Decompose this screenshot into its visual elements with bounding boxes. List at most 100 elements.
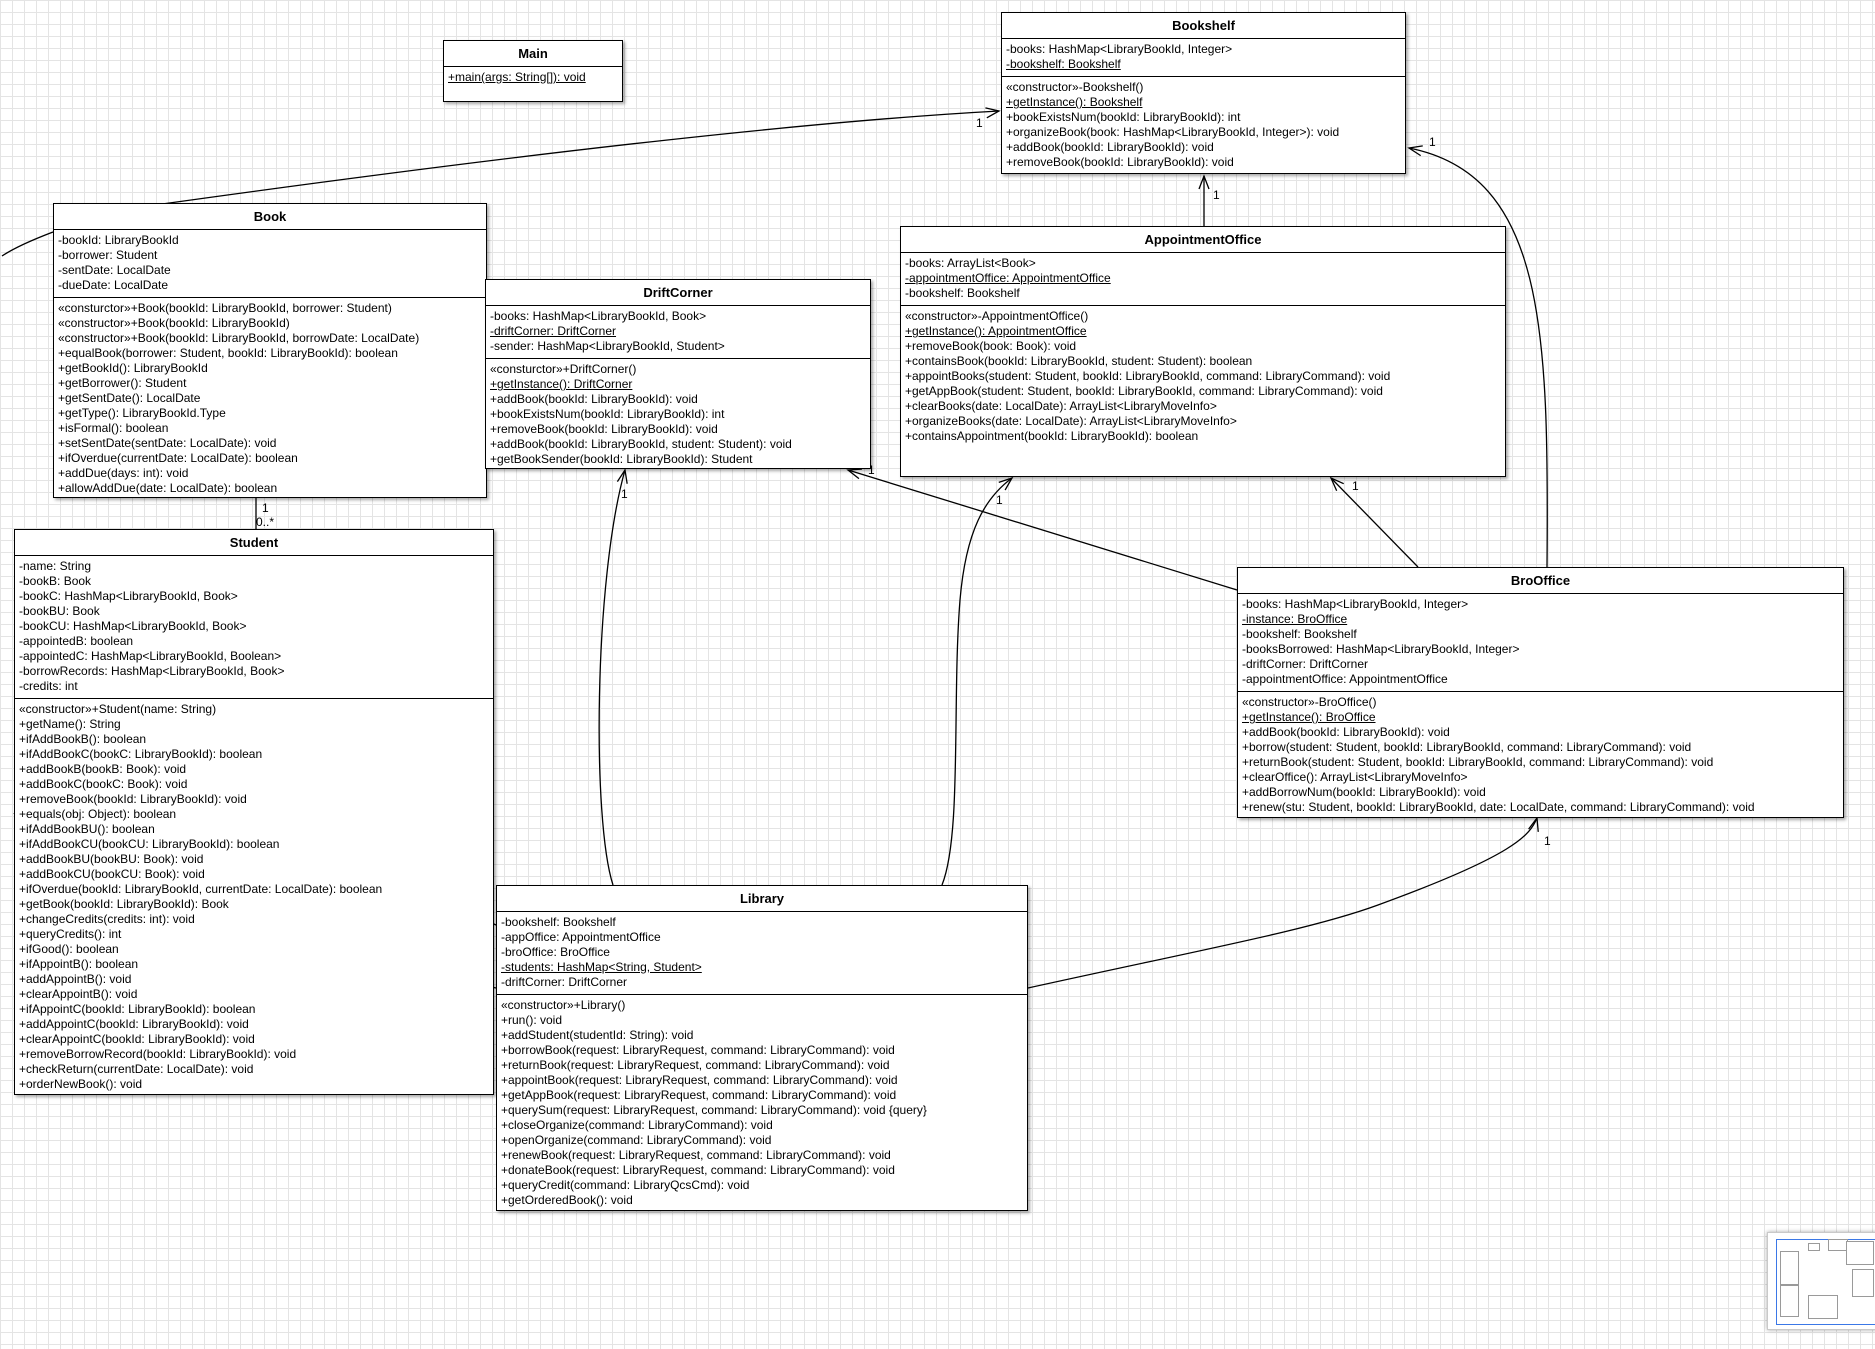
operation-row-student[interactable]: +addBookB(bookB: Book): void: [19, 762, 187, 776]
operation-row-library[interactable]: +donateBook(request: LibraryRequest, com…: [501, 1163, 895, 1177]
association-library-drift[interactable]: 1: [598, 468, 628, 886]
operation-row-appointment[interactable]: «constructor»-AppointmentOffice(): [905, 309, 1089, 323]
operation-row-bookshelf[interactable]: +removeBook(bookId: LibraryBookId): void: [1006, 155, 1234, 169]
operation-row-bro[interactable]: +addBook(bookId: LibraryBookId): void: [1242, 725, 1450, 739]
operation-row-student[interactable]: +ifAddBookCU(bookCU: LibraryBookId): boo…: [19, 837, 280, 851]
class-name[interactable]: Bookshelf: [1002, 13, 1405, 39]
operation-row-bookshelf[interactable]: +bookExistsNum(bookId: LibraryBookId): i…: [1006, 110, 1241, 124]
attribute-row-drift[interactable]: -sender: HashMap<LibraryBookId, Student>: [490, 339, 725, 353]
association-bro-bookshelf[interactable]: 1: [1407, 135, 1548, 568]
operation-row-drift[interactable]: +removeBook(bookId: LibraryBookId): void: [490, 422, 718, 436]
operation-row-student[interactable]: +queryCredits(): int: [19, 927, 122, 941]
operation-row-drift[interactable]: +addBook(bookId: LibraryBookId): void: [490, 392, 698, 406]
operation-row-library[interactable]: +returnBook(request: LibraryRequest, com…: [501, 1058, 890, 1072]
attribute-row-library[interactable]: -students: HashMap<String, Student>: [501, 960, 702, 974]
class-name[interactable]: Library: [497, 886, 1027, 912]
operation-row-drift[interactable]: +bookExistsNum(bookId: LibraryBookId): i…: [490, 407, 725, 421]
association-book-bookshelf[interactable]: 1: [154, 107, 1001, 206]
attribute-row-student[interactable]: -credits: int: [19, 679, 78, 693]
class-name[interactable]: BroOffice: [1238, 568, 1843, 594]
operation-row-bro[interactable]: +addBorrowNum(bookId: LibraryBookId): vo…: [1242, 785, 1486, 799]
attribute-row-student[interactable]: -bookCU: HashMap<LibraryBookId, Book>: [19, 619, 247, 633]
class-student[interactable]: Student -name: String-bookB: Book-bookC: …: [14, 529, 494, 1095]
operation-row-student[interactable]: +ifAppointB(): boolean: [19, 957, 139, 971]
operation-row-bro[interactable]: +borrow(student: Student, bookId: Librar…: [1242, 740, 1692, 754]
association-line[interactable]: [1, 231, 54, 257]
class-name[interactable]: Main: [444, 41, 622, 67]
attribute-row-bro[interactable]: -books: HashMap<LibraryBookId, Integer>: [1242, 597, 1469, 611]
class-library[interactable]: Library-bookshelf: Bookshelf-appOffice: …: [496, 885, 1028, 1211]
class-bro[interactable]: BroOffice -books: HashMap<LibraryBookId, …: [1237, 567, 1844, 818]
association-line[interactable]: [1408, 147, 1548, 568]
operation-row-student[interactable]: +getName(): String: [19, 717, 121, 731]
operation-row-student[interactable]: +clearAppointC(bookId: LibraryBookId): v…: [19, 1032, 255, 1046]
class-drift[interactable]: DriftCorner -books: HashMap<LibraryBookId…: [485, 279, 871, 469]
class-book[interactable]: Book -bookId: LibraryBookId-borrower: Stu…: [53, 203, 487, 498]
attribute-row-library[interactable]: -driftCorner: DriftCorner: [501, 975, 628, 989]
operation-row-library[interactable]: +getAppBook(request: LibraryRequest, com…: [501, 1088, 897, 1102]
attribute-row-bookshelf[interactable]: -books: HashMap<LibraryBookId, Integer>: [1006, 42, 1233, 56]
attribute-row-bro[interactable]: -instance: BroOffice: [1242, 612, 1348, 626]
operation-row-book[interactable]: +equalBook(borrower: Student, bookId: Li…: [58, 346, 398, 360]
operation-row-library[interactable]: +openOrganize(command: LibraryCommand): …: [501, 1133, 772, 1147]
operation-row-library[interactable]: «constructor»+Library(): [501, 998, 626, 1012]
operation-row-student[interactable]: +ifAppointC(bookId: LibraryBookId): bool…: [19, 1002, 256, 1016]
attribute-row-student[interactable]: -appointedC: HashMap<LibraryBookId, Bool…: [19, 649, 282, 663]
operation-row-appointment[interactable]: +clearBooks(date: LocalDate): ArrayList<…: [905, 399, 1217, 413]
class-name[interactable]: Student: [15, 530, 493, 556]
operation-row-bookshelf[interactable]: +addBook(bookId: LibraryBookId): void: [1006, 140, 1214, 154]
operation-row-student[interactable]: +ifOverdue(bookId: LibraryBookId, curren…: [19, 882, 383, 896]
operation-row-appointment[interactable]: +containsBook(bookId: LibraryBookId, stu…: [905, 354, 1253, 368]
association-appointment-bookshelf[interactable]: 1: [1198, 174, 1220, 226]
association-line[interactable]: [1330, 477, 1419, 568]
attribute-row-library[interactable]: -appOffice: AppointmentOffice: [501, 930, 661, 944]
class-name[interactable]: DriftCorner: [486, 280, 870, 306]
operation-row-student[interactable]: «constructor»+Student(name: String): [19, 702, 217, 716]
operation-row-bro[interactable]: +clearOffice(): ArrayList<LibraryMoveInf…: [1242, 770, 1468, 784]
attribute-row-book[interactable]: -borrower: Student: [58, 248, 158, 262]
association-line[interactable]: [941, 477, 1013, 886]
attribute-row-bro[interactable]: -booksBorrowed: HashMap<LibraryBookId, I…: [1242, 642, 1520, 656]
operation-row-student[interactable]: +ifAddBookBU(): boolean: [19, 822, 155, 836]
minimap-viewport[interactable]: [1776, 1239, 1875, 1325]
operation-row-drift[interactable]: +addBook(bookId: LibraryBookId, student:…: [490, 437, 792, 451]
operation-row-student[interactable]: +equals(obj: Object): boolean: [19, 807, 177, 821]
operation-row-drift[interactable]: +getInstance(): DriftCorner: [490, 377, 633, 391]
attribute-row-student[interactable]: -bookC: HashMap<LibraryBookId, Book>: [19, 589, 238, 603]
attribute-row-appointment[interactable]: -bookshelf: Bookshelf: [905, 286, 1020, 300]
class-main[interactable]: Main +main(args: String[]): void: [443, 40, 623, 102]
attribute-row-bro[interactable]: -appointmentOffice: AppointmentOffice: [1242, 672, 1448, 686]
association-line[interactable]: [154, 110, 1000, 206]
operation-row-student[interactable]: +getBook(bookId: LibraryBookId): Book: [19, 897, 229, 911]
operation-row-drift[interactable]: «consturctor»+DriftCorner(): [490, 362, 637, 376]
operation-row-book[interactable]: «constructor»+Book(bookId: LibraryBookId…: [58, 331, 420, 345]
operation-row-library[interactable]: +appointBook(request: LibraryRequest, co…: [501, 1073, 898, 1087]
operation-row-main[interactable]: +main(args: String[]): void: [448, 70, 586, 84]
attribute-row-book[interactable]: -bookId: LibraryBookId: [58, 233, 179, 247]
operation-row-book[interactable]: +getBorrower(): Student: [58, 376, 187, 390]
operation-row-bookshelf[interactable]: +organizeBook(book: HashMap<LibraryBookI…: [1006, 125, 1340, 139]
attribute-row-student[interactable]: -name: String: [19, 559, 92, 573]
operation-row-student[interactable]: +addBookBU(bookBU: Book): void: [19, 852, 204, 866]
attribute-row-drift[interactable]: -books: HashMap<LibraryBookId, Book>: [490, 309, 707, 323]
attribute-row-student[interactable]: -bookB: Book: [19, 574, 92, 588]
attribute-row-bro[interactable]: -bookshelf: Bookshelf: [1242, 627, 1357, 641]
operation-row-student[interactable]: +addBookC(bookC: Book): void: [19, 777, 188, 791]
operation-row-student[interactable]: +checkReturn(currentDate: LocalDate): vo…: [19, 1062, 254, 1076]
operation-row-appointment[interactable]: +getAppBook(student: Student, bookId: Li…: [905, 384, 1383, 398]
operation-row-library[interactable]: +run(): void: [501, 1013, 563, 1027]
operation-row-bro[interactable]: +getInstance(): BroOffice: [1242, 710, 1376, 724]
operation-row-student[interactable]: +addAppointC(bookId: LibraryBookId): voi…: [19, 1017, 249, 1031]
attribute-row-drift[interactable]: -driftCorner: DriftCorner: [490, 324, 617, 338]
operation-row-drift[interactable]: +getBookSender(bookId: LibraryBookId): S…: [490, 452, 753, 466]
operation-row-book[interactable]: +getBookId(): LibraryBookId: [58, 361, 208, 375]
operation-row-student[interactable]: +clearAppointB(): void: [19, 987, 138, 1001]
operation-row-student[interactable]: +orderNewBook(): void: [19, 1077, 143, 1091]
operation-row-book[interactable]: +allowAddDue(date: LocalDate): boolean: [58, 481, 278, 495]
operation-row-library[interactable]: +closeOrganize(command: LibraryCommand):…: [501, 1118, 773, 1132]
operation-row-book[interactable]: «constructor»+Book(bookId: LibraryBookId…: [58, 316, 290, 330]
class-appointment[interactable]: AppointmentOffice-books: ArrayList<Book>…: [900, 226, 1506, 477]
attribute-row-student[interactable]: -bookBU: Book: [19, 604, 100, 618]
class-name[interactable]: Book: [54, 204, 486, 230]
